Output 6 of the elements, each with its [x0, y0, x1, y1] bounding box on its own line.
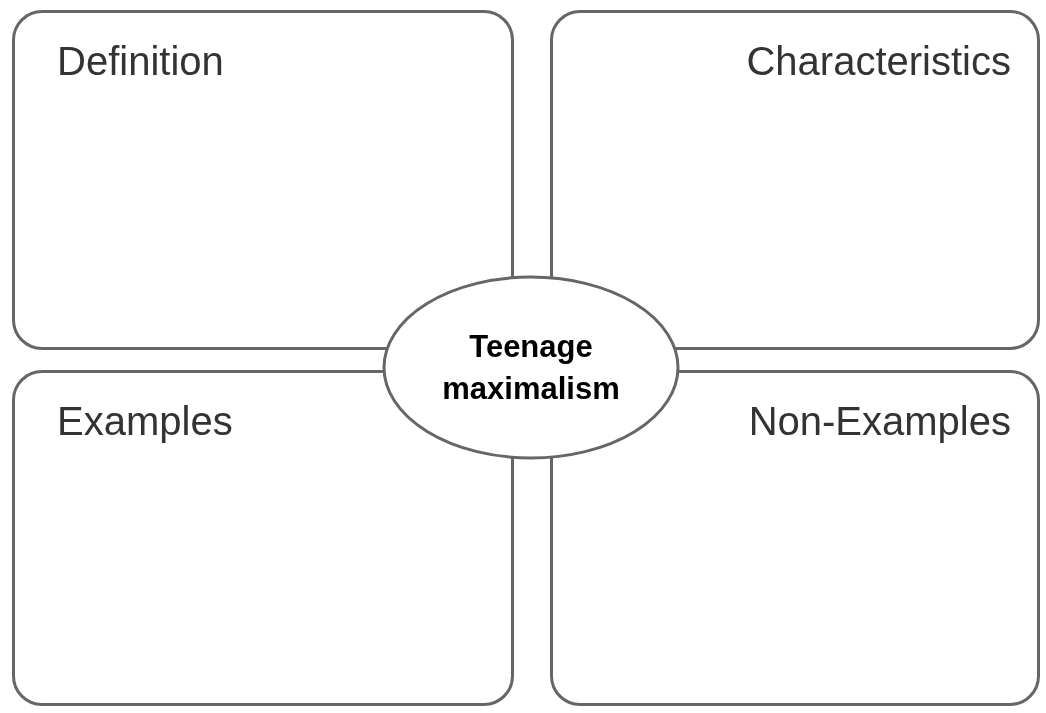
section-heading: Non-Examples	[748, 399, 1011, 444]
topic-text: Teenage maximalism	[441, 327, 621, 408]
section-heading: Definition	[57, 39, 224, 84]
section-heading: Examples	[57, 399, 233, 444]
section-heading: Characteristics	[746, 39, 1011, 84]
topic-ellipse	[382, 275, 680, 460]
